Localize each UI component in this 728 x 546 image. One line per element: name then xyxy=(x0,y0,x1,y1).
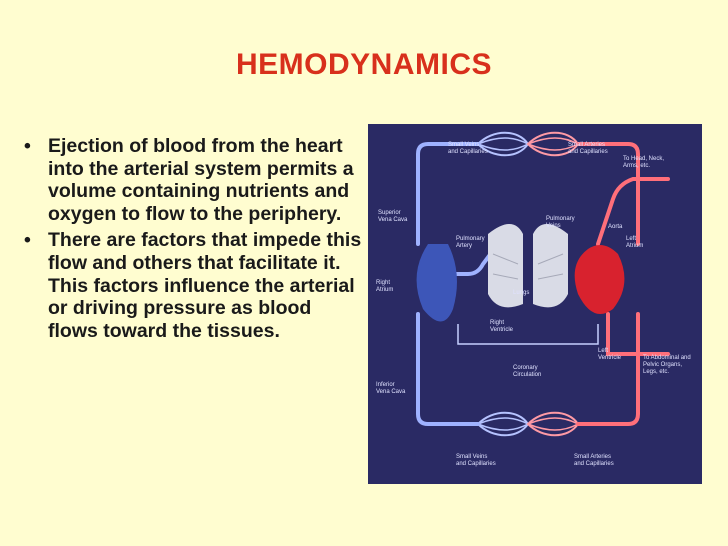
bullet-marker: • xyxy=(24,229,31,252)
bullet-item: • Ejection of blood from the heart into … xyxy=(22,135,362,225)
left-heart xyxy=(574,245,625,314)
slide-title: HEMODYNAMICS xyxy=(235,48,492,81)
bullet-marker: • xyxy=(24,135,31,157)
bullet-item: • There are factors that impede this flo… xyxy=(22,229,362,342)
venous-vessels xyxy=(416,142,500,426)
coronary-loop xyxy=(457,324,599,345)
bullet-text: Ejection of blood from the heart into th… xyxy=(48,135,354,225)
label-lungs: Lungs xyxy=(513,290,529,296)
bullet-text: There are factors that impede this flow … xyxy=(48,229,362,342)
right-heart xyxy=(416,244,457,322)
lungs-shape xyxy=(488,224,568,308)
label-to-head: To Head, Neck,Arms, etc. xyxy=(623,156,664,169)
arterial-vessels xyxy=(576,142,670,426)
bullet-list: • Ejection of blood from the heart into … xyxy=(22,135,362,346)
label-aorta: Aorta xyxy=(608,224,623,230)
